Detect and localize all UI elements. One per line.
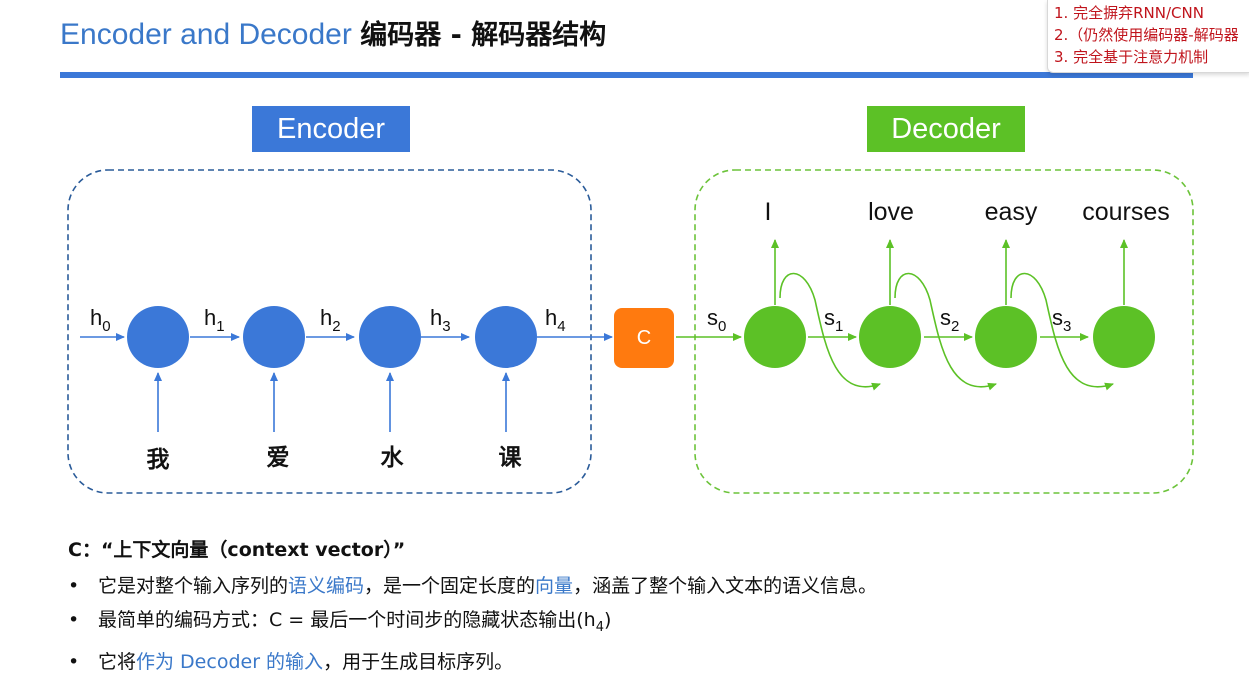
decoder-container: [694, 169, 1194, 494]
output-token-2: love: [868, 198, 914, 226]
explanation-section: C：“上下文向量（context vector）” • 它是对整个输入序列的语义编…: [68, 535, 877, 679]
note-line-3: 3. 完全基于注意力机制: [1054, 48, 1209, 66]
state-label-s1: s1: [824, 305, 843, 335]
bullet-2-text-b: ): [604, 609, 612, 631]
note-line-1: 1. 完全摒弃RNN/CNN: [1054, 4, 1204, 22]
notes-overlay: 1. 完全摒弃RNN/CNN 2.（仍然使用编码器-解码器 3. 完全基于注意力…: [1047, 0, 1249, 73]
state-label-s0: s0: [707, 305, 726, 335]
encoder-arrows: [80, 333, 613, 432]
bullet-3-highlight: 作为 Decoder 的输入: [136, 650, 324, 673]
decoder-arrows: [676, 239, 1128, 391]
decoder-state-node-3: [975, 306, 1037, 368]
decoder-state-node-2: [859, 306, 921, 368]
bullet-semantic-encoding: • 它是对整个输入序列的语义编码，是一个固定长度的向量，涵盖了整个输入文本的语义信…: [68, 569, 877, 603]
state-label-s3: s3: [1052, 305, 1071, 335]
bullet-decoder-input: • 它将作为 Decoder 的输入，用于生成目标序列。: [68, 645, 877, 679]
bullet-1-text-b: ，是一个固定长度的: [364, 575, 536, 597]
title-english: Encoder and Decoder: [60, 18, 352, 51]
title-chinese: 编码器 - 解码器结构: [360, 20, 607, 51]
bullet-3-text-b: ，用于生成目标序列。: [323, 650, 514, 673]
decoder-state-node-4: [1093, 306, 1155, 368]
input-token-2: 爱: [267, 445, 290, 471]
seq2seq-diagram: h0 h1 h2 h3 h4 我 爱 水 课 C: [67, 169, 1194, 494]
bullet-2-subscript: 4: [595, 619, 605, 635]
bullet-2-text-a: 最简单的编码方式：C = 最后一个时间步的隐藏状态输出(h: [98, 609, 596, 631]
encoder-label: Encoder: [252, 106, 410, 152]
decoder-state-node-1: [744, 306, 806, 368]
encoder-hidden-node-2: [243, 306, 305, 368]
bullet-dot: •: [68, 650, 80, 673]
bullet-dot: •: [68, 609, 80, 631]
decoder-label: Decoder: [867, 106, 1025, 152]
bullet-1-highlight-a: 语义编码: [288, 575, 365, 597]
hidden-label-h4: h4: [545, 305, 566, 335]
output-token-3: easy: [985, 198, 1038, 226]
hidden-label-h1: h1: [204, 305, 225, 335]
output-token-1: I: [765, 198, 772, 226]
input-token-4: 课: [499, 445, 523, 471]
bullet-dot: •: [68, 575, 80, 597]
encoder-hidden-node-4: [475, 306, 537, 368]
input-token-1: 我: [147, 447, 170, 473]
slide-title: Encoder and Decoder 编码器 - 解码器结构: [60, 14, 606, 57]
bullet-1-text-c: ，涵盖了整个输入文本的语义信息。: [573, 575, 878, 597]
hidden-label-h2: h2: [320, 305, 341, 335]
input-token-3: 水: [381, 445, 405, 471]
context-vector-label: C: [637, 327, 651, 349]
context-vector-box: [614, 308, 674, 368]
hidden-label-h3: h3: [430, 305, 451, 335]
bullet-3-text-a: 它将: [98, 650, 137, 673]
state-label-s2: s2: [940, 305, 959, 335]
hidden-label-h0: h0: [90, 305, 111, 335]
bullet-simplest-encoding: • 最简单的编码方式：C = 最后一个时间步的隐藏状态输出(h4): [68, 603, 877, 645]
bullet-1-highlight-b: 向量: [535, 575, 574, 597]
context-vector-heading: C：“上下文向量（context vector）”: [68, 539, 406, 561]
encoder-hidden-node-1: [127, 306, 189, 368]
output-token-4: courses: [1082, 198, 1170, 226]
bullet-1-text-a: 它是对整个输入序列的: [98, 575, 289, 597]
encoder-container: [67, 169, 592, 494]
encoder-hidden-node-3: [359, 306, 421, 368]
title-underline: [60, 72, 1193, 78]
note-line-2: 2.（仍然使用编码器-解码器: [1054, 26, 1239, 44]
